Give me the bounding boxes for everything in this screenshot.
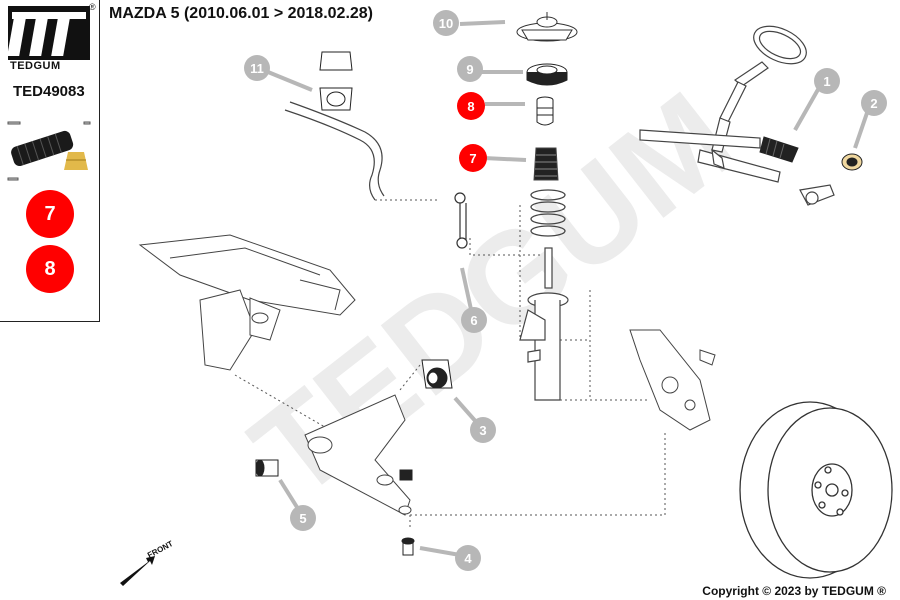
- callout-11: 11: [244, 55, 270, 81]
- strut-top-mount-part: [516, 12, 578, 42]
- front-arrow-icon: [120, 556, 155, 586]
- strut-bearing-part: [526, 63, 568, 86]
- callout-6: 6: [461, 307, 487, 333]
- copyright-text: Copyright © 2023 by TEDGUM ®: [702, 584, 886, 598]
- steering-rack: [639, 25, 835, 206]
- small-bushing-part: [399, 469, 413, 481]
- bump-stop-part: [536, 96, 554, 126]
- dust-boot-product: [11, 130, 74, 166]
- stabilizer-bushing-part: [319, 51, 353, 111]
- shock-absorber: [519, 247, 569, 401]
- steering-boot-part: [759, 136, 799, 163]
- part-code: TED49083: [13, 83, 85, 100]
- wheel: [739, 401, 893, 579]
- callout-7: 7: [459, 144, 487, 172]
- vehicle-title: MAZDA 5 (2010.06.01 > 2018.02.28): [109, 5, 374, 22]
- front-bushing-part: [255, 459, 279, 477]
- lower-control-arm: [304, 394, 412, 516]
- tedgum-logo-icon: [8, 6, 90, 60]
- callout-4: 4: [455, 545, 481, 571]
- registered-mark: ®: [89, 2, 96, 12]
- steering-knuckle: [629, 329, 716, 431]
- brand-name: TEDGUM: [10, 60, 61, 72]
- ref-badge-8: 8: [26, 245, 74, 293]
- callout-9: 9: [457, 56, 483, 82]
- stabilizer-bar: [284, 101, 385, 201]
- ball-joint-part: [401, 537, 415, 556]
- callout-2: 2: [861, 90, 887, 116]
- callout-3: 3: [470, 417, 496, 443]
- stabilizer-link-part: [454, 192, 468, 249]
- callout-10: 10: [433, 10, 459, 36]
- callout-5: 5: [290, 505, 316, 531]
- coil-spring: [530, 189, 566, 237]
- callout-1: 1: [814, 68, 840, 94]
- callout-arrows: [267, 20, 870, 557]
- subframe: [138, 234, 356, 371]
- callout-8: 8: [457, 92, 485, 120]
- product-sidebar: ® TEDGUM TED49083 7 8: [0, 0, 100, 322]
- dust-boot-part: [533, 147, 559, 181]
- product-image: [7, 121, 91, 181]
- bump-stop-product: [64, 152, 88, 170]
- ref-badge-7: 7: [26, 190, 74, 238]
- tie-rod-boot-part: [841, 153, 863, 171]
- arm-bushing-part: [421, 359, 453, 389]
